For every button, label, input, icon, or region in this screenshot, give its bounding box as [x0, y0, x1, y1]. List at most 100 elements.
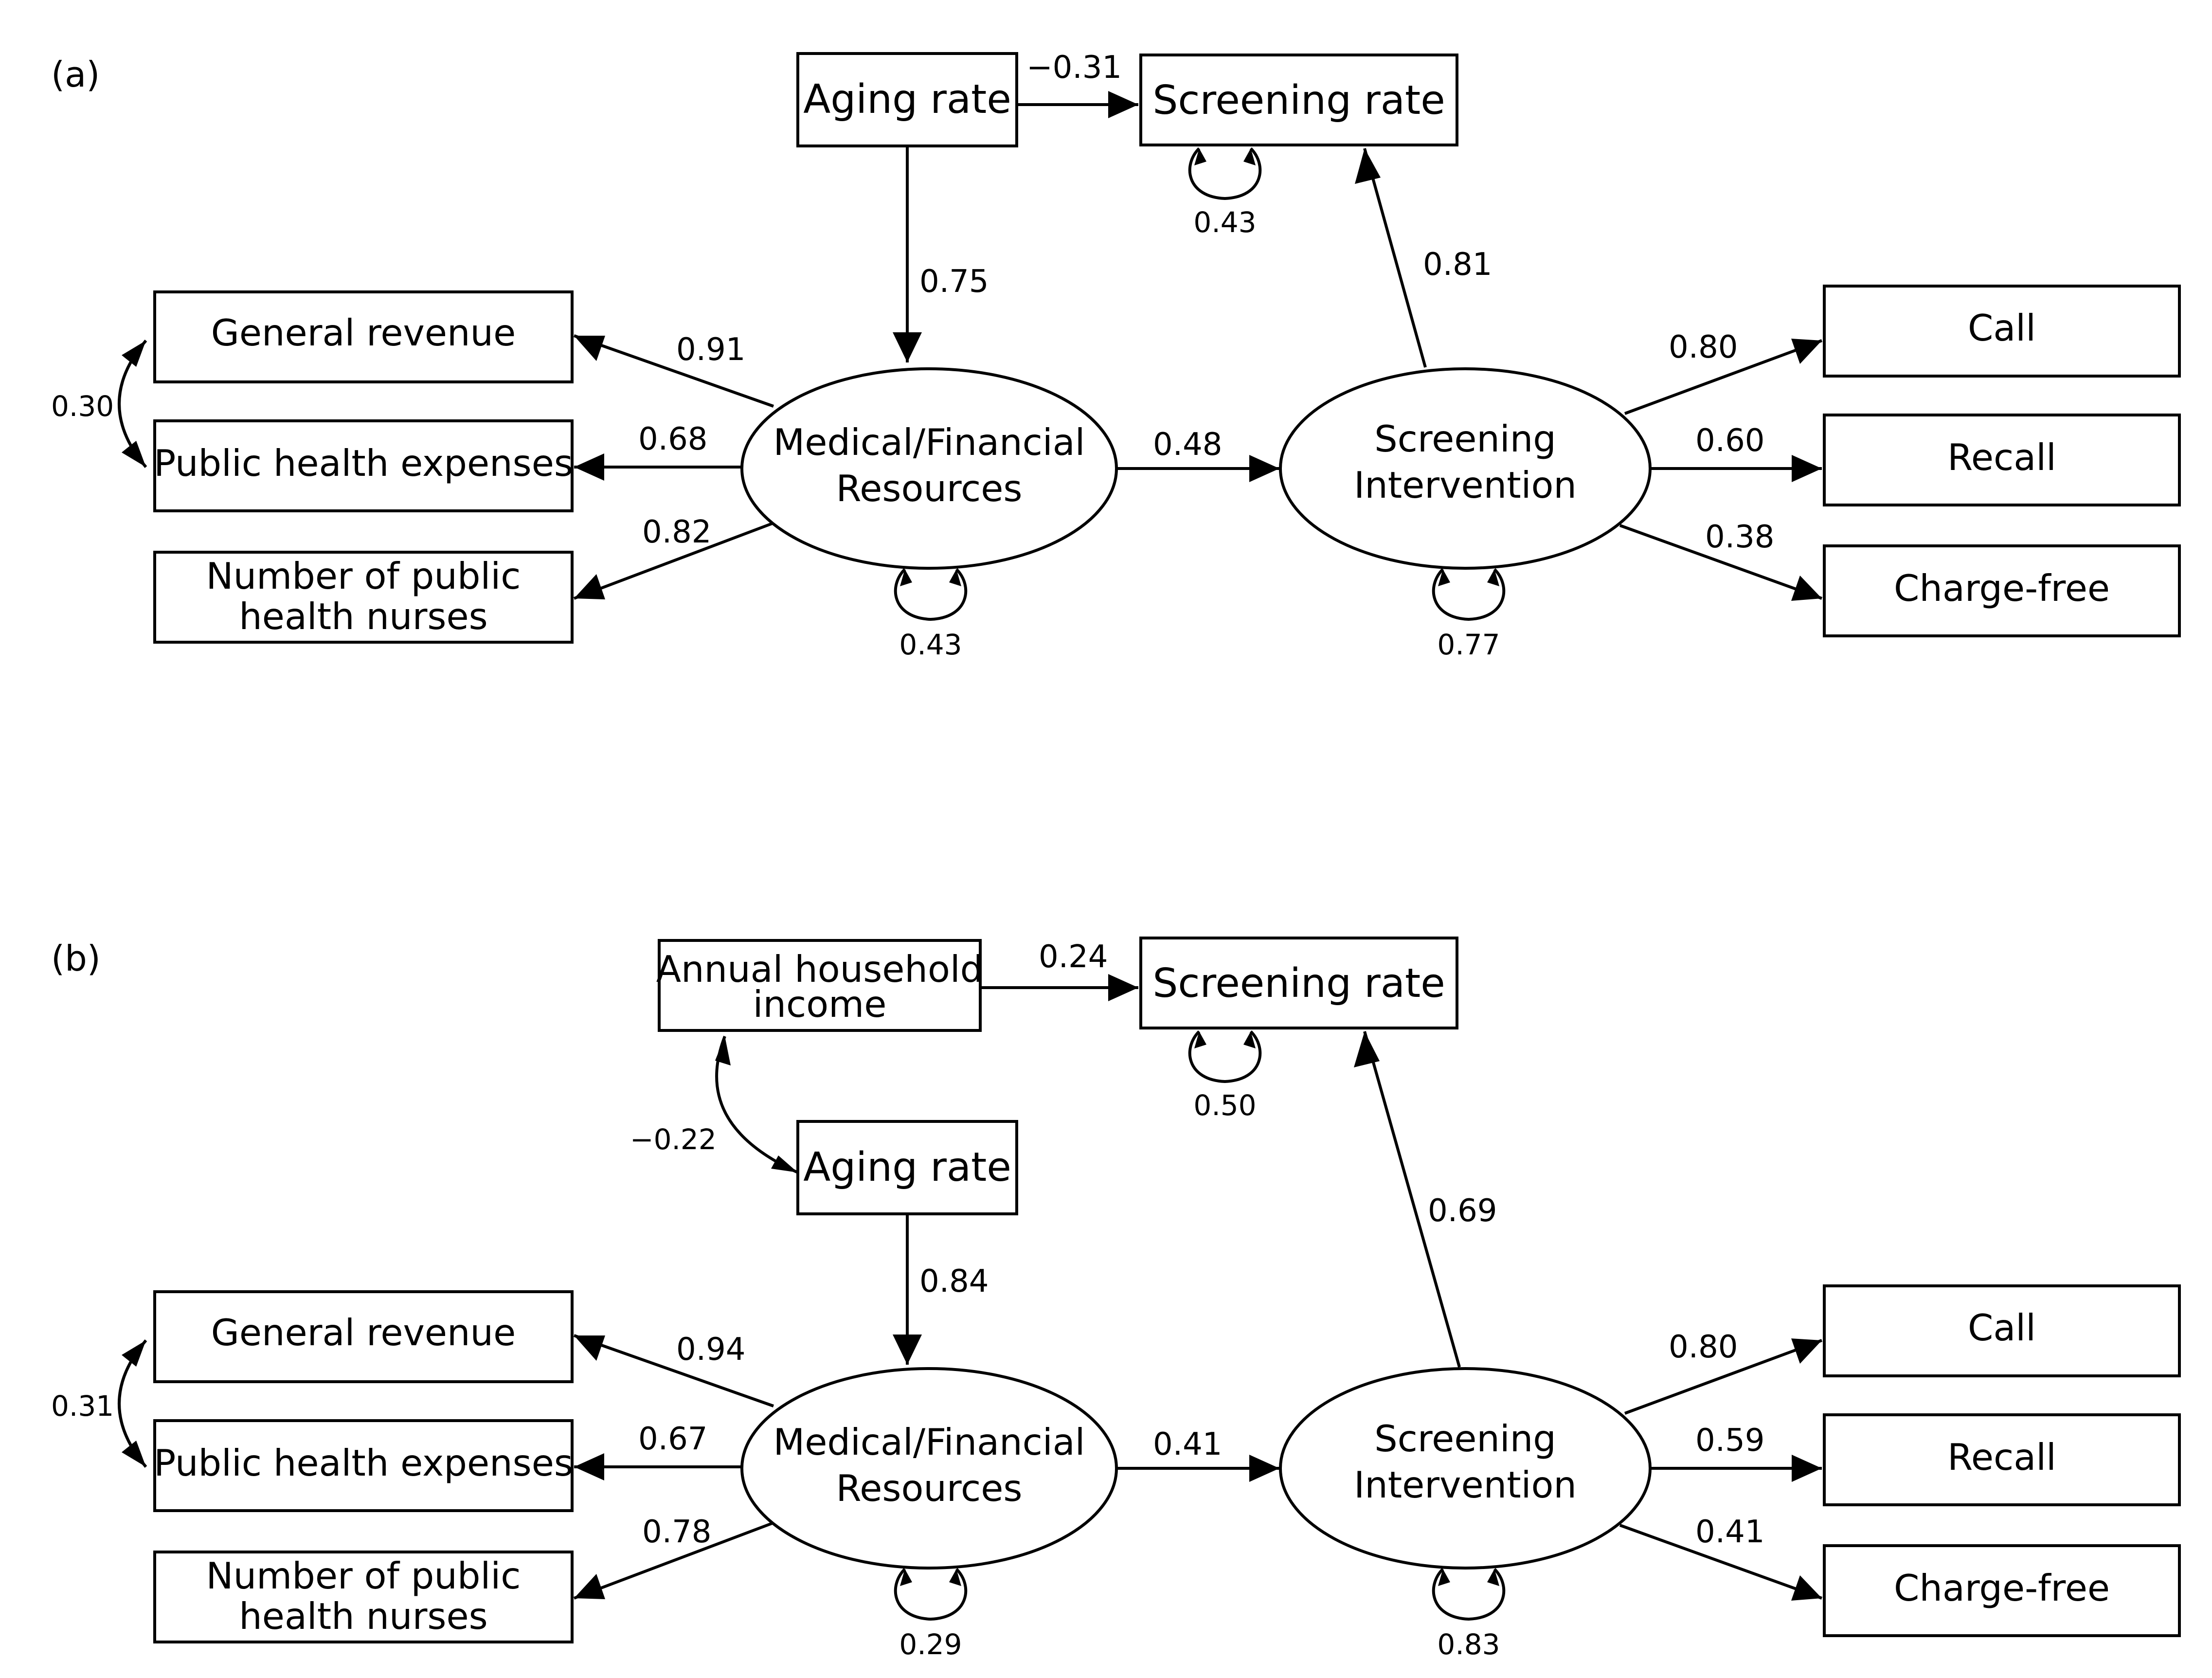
node-public-health-expenses-label: Public health expenses — [154, 442, 573, 485]
coef-intervention-to-screening: 0.69 — [1428, 1193, 1497, 1229]
node-call — [1823, 1284, 2181, 1377]
coef-income-aging-cov: −0.22 — [630, 1123, 717, 1156]
node-aging-rate-label: Aging rate — [803, 76, 1011, 123]
node-medical-financial-resources — [740, 367, 1118, 570]
node-public-health-expenses — [153, 419, 574, 512]
coef-medfin-to-expenses: 0.68 — [638, 421, 708, 457]
resid-medfin — [894, 1568, 968, 1621]
arrowhead — [122, 1340, 146, 1367]
node-medical-financial-label-1: Medical/Financial — [773, 421, 1085, 464]
coef-intervention-to-call: 0.80 — [1669, 329, 1738, 365]
edge-intervention-to-screening — [1363, 148, 1427, 368]
node-aging-rate-label: Aging rate — [803, 1144, 1011, 1191]
panel-b-label: (b) — [51, 938, 101, 979]
node-screening-intervention-label-1: Screening — [1374, 417, 1556, 460]
coef-income-to-screening: 0.24 — [1039, 939, 1108, 975]
arrowhead — [1792, 1455, 1822, 1482]
node-recall-label: Recall — [1947, 1436, 2056, 1479]
panel-b: (b) — [51, 937, 2181, 1661]
node-charge-free-label: Charge-free — [1894, 567, 2110, 610]
arrowhead — [574, 574, 605, 599]
edge-intervention-to-chargefree — [1619, 524, 1823, 600]
arrowhead — [1243, 148, 1256, 165]
arrowhead — [771, 1155, 798, 1173]
node-call — [1823, 285, 2181, 378]
arrowhead — [574, 1335, 605, 1361]
node-recall — [1823, 414, 2181, 506]
node-call-label: Call — [1968, 1306, 2036, 1349]
coef-intervention-resid: 0.83 — [1437, 1628, 1500, 1661]
node-screening-intervention — [1279, 1367, 1652, 1570]
node-screening-rate-label: Screening rate — [1152, 77, 1445, 124]
arrowhead — [1791, 1575, 1822, 1601]
node-public-health-nurses-label-1: Number of public — [206, 555, 521, 597]
node-charge-free-label: Charge-free — [1894, 1567, 2110, 1609]
node-public-health-nurses — [153, 1551, 574, 1643]
arrowhead — [1791, 1338, 1822, 1364]
node-public-health-nurses-label-2: health nurses — [239, 1595, 487, 1638]
node-screening-rate — [1139, 54, 1458, 146]
arrowhead — [893, 332, 922, 362]
arrowhead — [122, 341, 146, 367]
node-recall — [1823, 1413, 2181, 1506]
arrowhead — [715, 1036, 731, 1065]
node-medical-financial-label-2: Resources — [836, 1467, 1022, 1510]
node-public-health-nurses — [153, 551, 574, 644]
coef-medfin-to-nurses: 0.78 — [642, 1514, 712, 1550]
arrowhead — [893, 1335, 922, 1365]
coef-screening-rate-resid: 0.43 — [1193, 206, 1256, 239]
node-general-revenue-label: General revenue — [211, 311, 516, 354]
coef-aging-to-medfin: 0.84 — [919, 1263, 989, 1299]
coef-revenue-expenses-cov: 0.30 — [51, 390, 114, 423]
edge-medfin-to-nurses — [573, 1521, 774, 1600]
arrowhead — [574, 1574, 605, 1599]
arrowhead — [1249, 1455, 1279, 1482]
arrowhead — [1487, 1569, 1499, 1586]
coef-screening-rate-resid: 0.50 — [1193, 1089, 1256, 1122]
coef-aging-to-screening: −0.31 — [1026, 50, 1122, 86]
coef-medfin-to-intervention: 0.41 — [1153, 1426, 1223, 1462]
coef-medfin-resid: 0.29 — [899, 1628, 962, 1661]
edge-medfin-to-nurses — [573, 522, 774, 600]
node-income-label-2: income — [753, 983, 887, 1026]
arrowhead — [1792, 455, 1822, 482]
arrowhead — [1194, 148, 1206, 165]
arrowhead — [949, 1569, 961, 1586]
node-charge-free — [1823, 1544, 2181, 1637]
coef-revenue-expenses-cov: 0.31 — [51, 1389, 114, 1423]
node-general-revenue-label: General revenue — [211, 1311, 516, 1354]
coef-medfin-resid: 0.43 — [899, 628, 962, 661]
arrowhead — [949, 569, 961, 586]
coef-medfin-to-expenses: 0.67 — [638, 1421, 708, 1457]
edge-medfin-to-revenue — [573, 1334, 774, 1407]
arrowhead — [1108, 91, 1138, 118]
node-aging-rate — [796, 52, 1018, 147]
node-screening-rate — [1139, 937, 1458, 1029]
panel-a: (a) Agi — [51, 50, 2181, 661]
node-general-revenue — [153, 1290, 574, 1383]
panel-a-label: (a) — [51, 54, 100, 95]
node-screening-intervention-label-2: Intervention — [1354, 1463, 1577, 1506]
node-recall-label: Recall — [1947, 436, 2056, 479]
coef-intervention-to-chargefree: 0.41 — [1695, 1514, 1765, 1550]
node-call-label: Call — [1968, 307, 2036, 349]
arrowhead — [1487, 569, 1499, 586]
arrowhead — [1355, 148, 1381, 184]
coef-intervention-to-call: 0.80 — [1669, 1329, 1738, 1365]
node-public-health-nurses-label-1: Number of public — [206, 1554, 521, 1597]
node-annual-household-income — [658, 939, 982, 1032]
arrowhead — [574, 1453, 604, 1480]
node-public-health-nurses-label-2: health nurses — [239, 595, 487, 638]
arrowhead — [1791, 576, 1822, 601]
arrowhead — [1791, 339, 1822, 364]
coef-medfin-to-intervention: 0.48 — [1153, 427, 1223, 463]
arrowhead — [122, 1441, 146, 1467]
arrowhead — [1438, 569, 1450, 586]
edge-intervention-to-call — [1624, 1339, 1823, 1415]
resid-screening-rate — [1188, 147, 1262, 200]
node-medical-financial-resources — [740, 1367, 1118, 1570]
coef-intervention-to-recall: 0.60 — [1695, 423, 1765, 459]
coef-medfin-to-revenue: 0.94 — [676, 1332, 746, 1368]
arrowhead — [1243, 1031, 1256, 1048]
